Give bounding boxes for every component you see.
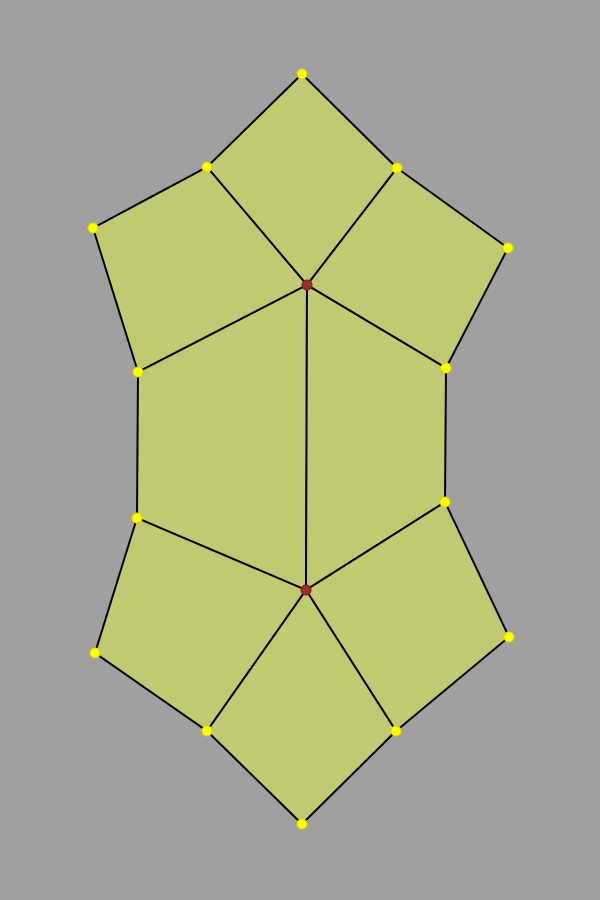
outer-vertex-bl xyxy=(89,647,101,659)
outer-vertex-br xyxy=(503,631,515,643)
inner-vertex-cb xyxy=(300,584,312,596)
outer-vertex-ml xyxy=(132,366,144,378)
outer-vertex-ll xyxy=(131,512,143,524)
outer-vertex-dr xyxy=(390,725,402,737)
outer-vertex-lt xyxy=(87,222,99,234)
outer-vertex-mr xyxy=(440,362,452,374)
outer-vertex-bot xyxy=(296,818,308,830)
faces-group xyxy=(92,73,510,825)
outer-vertex-dl xyxy=(201,725,213,737)
vertices-group xyxy=(87,68,515,830)
inner-vertex-ci xyxy=(301,279,313,291)
outer-vertex-lr xyxy=(439,496,451,508)
outer-vertex-ul xyxy=(201,161,213,173)
outer-vertex-top xyxy=(296,68,308,80)
outer-vertex-ur xyxy=(391,162,403,174)
outer-vertex-rt xyxy=(502,242,514,254)
